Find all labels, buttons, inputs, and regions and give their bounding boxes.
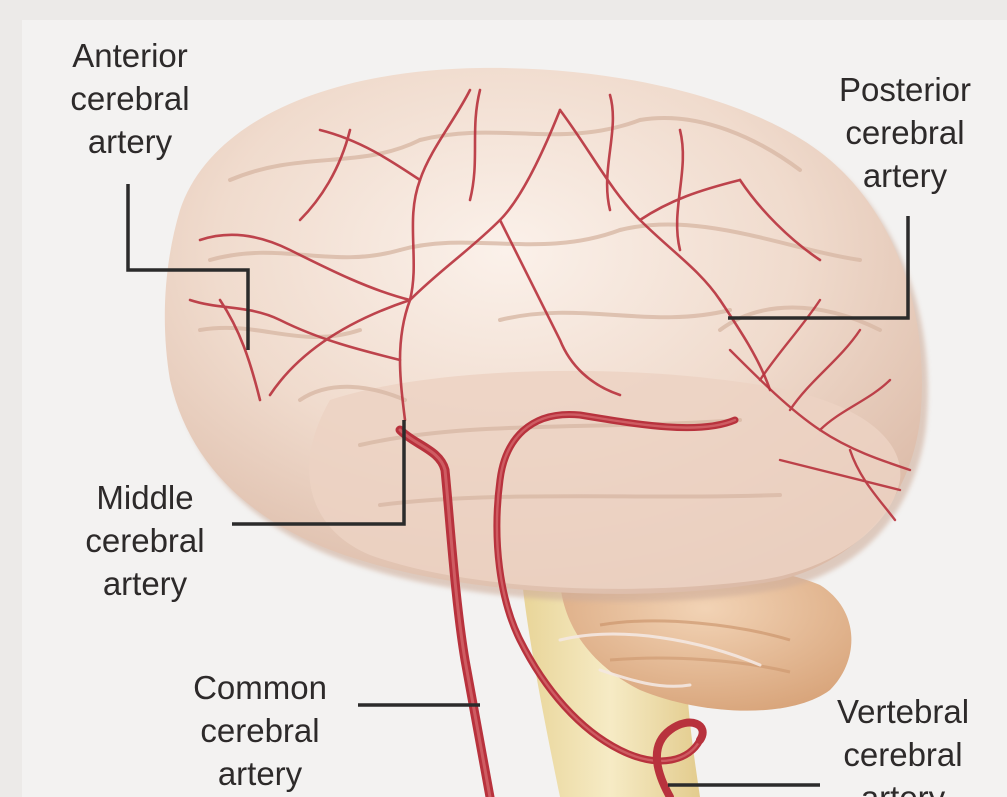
label-line: Vertebral <box>808 690 998 733</box>
label-line: cerebral <box>808 733 998 776</box>
label-line: artery <box>810 154 1000 197</box>
label-line: Posterior <box>810 68 1000 111</box>
label-line: Middle <box>60 476 230 519</box>
label-line: artery <box>40 120 220 163</box>
middle-cerebral-artery-label: Middle cerebral artery <box>60 476 230 605</box>
temporal-lobe <box>309 371 900 589</box>
posterior-cerebral-artery-label: Posterior cerebral artery <box>810 68 1000 197</box>
anterior-cerebral-artery-label: Anterior cerebral artery <box>40 34 220 163</box>
label-line: cerebral <box>60 519 230 562</box>
label-line: cerebral <box>40 77 220 120</box>
label-line: cerebral <box>810 111 1000 154</box>
common-cerebral-artery-label: Common cerebral artery <box>165 666 355 795</box>
label-line: Common <box>165 666 355 709</box>
label-line: cerebral <box>165 709 355 752</box>
label-line: artery <box>60 562 230 605</box>
vertebral-cerebral-artery-label: Vertebral cerebral artery <box>808 690 998 797</box>
label-line: artery <box>165 752 355 795</box>
label-line: artery <box>808 776 998 797</box>
label-line: Anterior <box>40 34 220 77</box>
